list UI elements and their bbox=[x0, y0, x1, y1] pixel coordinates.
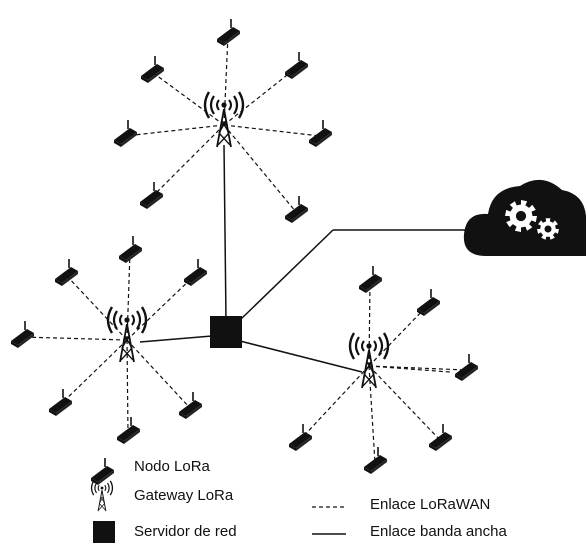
gateway-top-lorawan-link-2 bbox=[151, 71, 225, 126]
gateway-right-lorawan-link-5 bbox=[368, 365, 376, 464]
gateway-right-node-3-icon bbox=[454, 353, 479, 382]
gateway-left-lorawan-link-4 bbox=[21, 336, 128, 341]
gateway-left-icon bbox=[106, 305, 148, 364]
gateway-right-node-1-icon bbox=[358, 265, 383, 294]
gateway-top-lorawan-link-6 bbox=[150, 124, 225, 199]
legend-server-icon bbox=[93, 521, 115, 543]
icons-layer bbox=[10, 18, 586, 543]
gateway-top-node-1-icon bbox=[216, 18, 241, 47]
links-layer bbox=[21, 34, 480, 464]
gateway-left-lorawan-link-5 bbox=[59, 339, 128, 406]
gateway-left-node-6-icon bbox=[178, 391, 203, 420]
gateway-top-lorawan-link-7 bbox=[223, 124, 297, 213]
gateway-left-lorawan-link-2 bbox=[65, 274, 128, 341]
gateway-left-lorawan-link-7 bbox=[126, 339, 129, 434]
gateway-top-lorawan-link-3 bbox=[223, 67, 297, 126]
legend-lorawan-link-label: Enlace LoRaWAN bbox=[370, 496, 491, 513]
gateway-top-icon bbox=[203, 90, 245, 149]
gateway-right-node-2-icon bbox=[416, 288, 441, 317]
network-server-icon bbox=[210, 316, 242, 348]
legend-gateway-icon bbox=[90, 480, 114, 512]
gateway-top-node-5-icon bbox=[308, 119, 333, 148]
gateway-left-node-7-icon bbox=[116, 416, 141, 445]
legend-server-label: Servidor de red bbox=[134, 523, 237, 540]
gateway-right-node-4-icon bbox=[288, 423, 313, 452]
gateway-left-node-3-icon bbox=[183, 258, 208, 287]
gateway-top-node-4-icon bbox=[113, 119, 138, 148]
gateway-left-node-1-icon bbox=[118, 235, 143, 264]
broadband-link-gateway-left bbox=[139, 335, 213, 343]
gateway-left-lorawan-link-6 bbox=[126, 339, 191, 409]
gateway-top-node-6-icon bbox=[139, 181, 164, 210]
gateway-top-node-7-icon bbox=[284, 195, 309, 224]
gateway-left-node-5-icon bbox=[48, 388, 73, 417]
legend-node-label: Nodo LoRa bbox=[134, 458, 210, 475]
gateway-left-lorawan-link-3 bbox=[126, 274, 196, 341]
broadband-link-cloud-diagonal bbox=[239, 229, 334, 321]
legend-gateway-label: Gateway LoRa bbox=[134, 487, 234, 504]
broadband-link-gateway-top bbox=[223, 144, 227, 321]
gateway-right-node-5-icon bbox=[363, 446, 388, 475]
legend-broadband-link-label: Enlace banda ancha bbox=[370, 523, 507, 540]
gateway-left-node-2-icon bbox=[54, 258, 79, 287]
gateway-right-lorawan-link-4 bbox=[299, 365, 370, 441]
broadband-link-gateway-right bbox=[239, 340, 363, 373]
gateway-top-lorawan-link-4 bbox=[124, 124, 225, 137]
gateway-right-lorawan-link-6 bbox=[368, 365, 441, 441]
gateway-right-lorawan-link-extra bbox=[368, 365, 451, 373]
cloud-gears-icon bbox=[463, 179, 586, 256]
gateway-right-node-6-icon bbox=[428, 423, 453, 452]
gateway-top-lorawan-link-5 bbox=[223, 124, 321, 137]
gateway-right-lorawan-link-2 bbox=[368, 304, 429, 367]
gateway-top-node-3-icon bbox=[284, 51, 309, 80]
gateway-left-node-4-icon bbox=[10, 320, 35, 349]
